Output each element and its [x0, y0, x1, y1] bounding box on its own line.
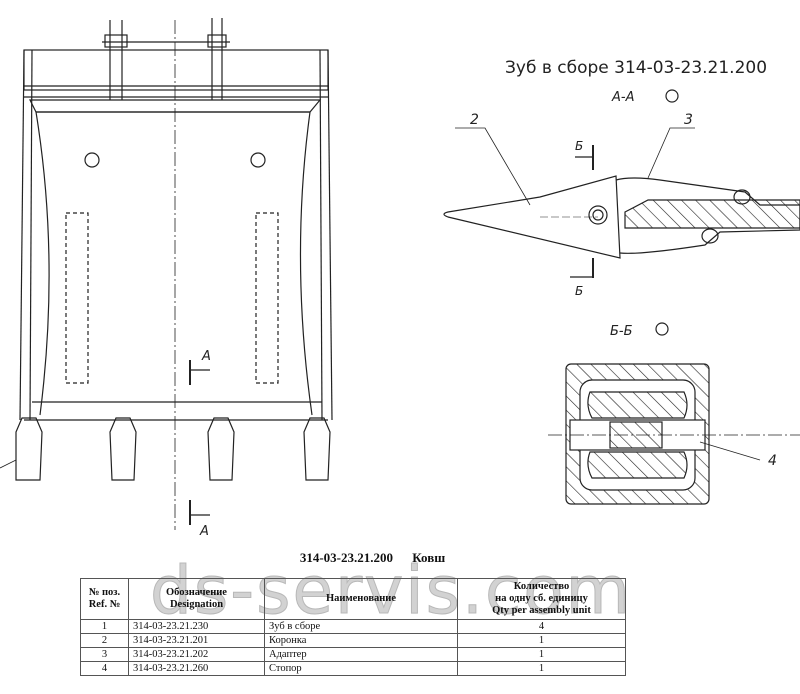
callout-4: 4: [768, 453, 777, 469]
crown-part-2: [443, 175, 621, 259]
cell-name: Стопор: [264, 661, 458, 676]
header-name: Наименование: [264, 578, 458, 620]
cell-pos: 1: [80, 619, 129, 634]
cell-name: Адаптер: [264, 647, 458, 662]
parts-table-name: Ковш: [412, 550, 446, 565]
section-a-bottom-label: А: [199, 524, 209, 539]
header-pos: № поз.Ref. №: [80, 578, 129, 620]
bucket-drawing: А А Зуб в сборе 314-03-23.21.200 А-А 2 3…: [0, 18, 800, 539]
cell-qty: 1: [457, 633, 626, 648]
parts-table-title: 314-03-23.21.200 Ковш: [0, 550, 745, 566]
cell-pos: 4: [80, 661, 129, 676]
view-aa-label: А-А: [611, 90, 634, 105]
cell-designation: 314-03-23.21.260: [128, 661, 265, 676]
section-b-bottom-label: Б: [575, 284, 583, 298]
cell-qty: 4: [457, 619, 626, 634]
cell-pos: 2: [80, 633, 129, 648]
assembly-title: Зуб в сборе 314-03-23.21.200: [505, 58, 767, 78]
cell-pos: 3: [80, 647, 129, 662]
bucket-tooth-3: [207, 417, 235, 481]
cell-qty: 1: [457, 661, 626, 676]
section-b-top-label: Б: [575, 139, 583, 153]
table-row: 3 314-03-23.21.202 Адаптер 1: [80, 647, 626, 662]
callout-3: 3: [684, 112, 693, 128]
cell-designation: 314-03-23.21.201: [128, 633, 265, 648]
section-a-top-label: А: [201, 349, 211, 364]
section-bb-view: [548, 363, 800, 505]
table-row: 1 314-03-23.21.230 Зуб в сборе 4: [80, 619, 626, 634]
cell-name: Коронка: [264, 633, 458, 648]
view-aa-rotation-icon: [665, 89, 679, 103]
bucket-tooth-1: [15, 417, 43, 481]
callout-2-leader: [455, 127, 531, 206]
table-row: 4 314-03-23.21.260 Стопор 1: [80, 661, 626, 676]
cell-designation: 314-03-23.21.202: [128, 647, 265, 662]
tooth-assembly-view: [443, 127, 800, 278]
parts-table-code: 314-03-23.21.200: [299, 550, 393, 565]
callout-2: 2: [470, 112, 479, 128]
bucket-front-view: [0, 18, 333, 530]
table-row: 2 314-03-23.21.201 Коронка 1: [80, 633, 626, 648]
bucket-tooth-2: [109, 417, 137, 481]
cell-designation: 314-03-23.21.230: [128, 619, 265, 634]
bucket-tooth-4: [303, 417, 331, 481]
cell-name: Зуб в сборе: [264, 619, 458, 634]
adapter-part-3: [615, 177, 800, 254]
view-bb-label: Б-Б: [610, 324, 633, 339]
cell-qty: 1: [457, 647, 626, 662]
view-bb-rotation-icon: [655, 322, 669, 336]
callout-3-leader: [647, 127, 695, 179]
